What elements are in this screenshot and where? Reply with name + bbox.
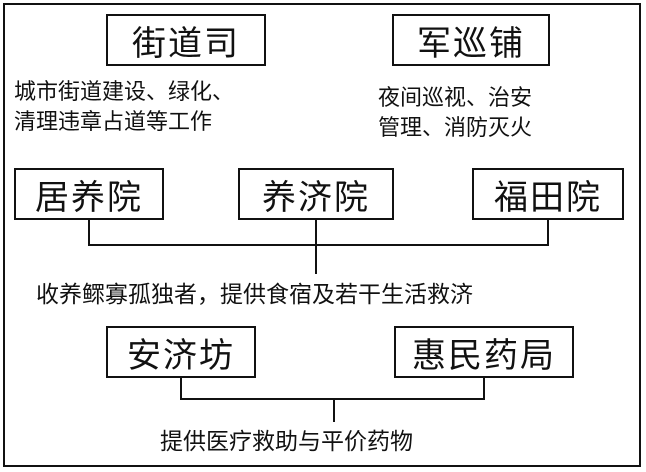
box-juyangyuan: 居养院: [14, 168, 164, 220]
desc-junxunpu-line-1: 夜间巡视、治安: [378, 86, 533, 111]
desc-medical: 提供医疗救助与平价药物: [160, 429, 413, 455]
connector-futianyuan: [547, 220, 549, 246]
box-anjifang: 安济坊: [106, 326, 256, 378]
desc-junxunpu: 夜间巡视、治安 管理、消防灭火: [378, 84, 532, 144]
box-junxunpu: 军巡铺: [392, 14, 550, 66]
desc-jiedaosi: 城市街道建设、绿化、 清理违章占道等工作: [14, 78, 234, 138]
box-jiedaosi: 街道司: [106, 14, 266, 66]
connector-anjifang: [180, 378, 182, 400]
connector-huiminyaoju: [483, 378, 485, 400]
connector-medical-drop: [333, 398, 335, 422]
box-yangjiyuan: 养济院: [238, 168, 394, 220]
desc-junxunpu-line-2: 管理、消防灭火: [378, 116, 533, 141]
connector-juyangyuan: [88, 220, 90, 246]
connector-yangjiyuan: [315, 220, 317, 246]
connector-medical-horizontal: [180, 398, 485, 400]
desc-welfare: 收养鳏寡孤独者，提供食宿及若干生活救济: [36, 282, 473, 308]
connector-welfare-drop: [315, 244, 317, 274]
diagram-frame: [3, 3, 641, 467]
connector-welfare-horizontal: [88, 244, 549, 246]
box-futianyuan: 福田院: [472, 168, 624, 220]
desc-jiedaosi-line-2: 清理违章占道等工作: [14, 110, 213, 135]
box-huiminyaoju: 惠民药局: [394, 326, 574, 378]
desc-jiedaosi-line-1: 城市街道建设、绿化、: [14, 80, 235, 105]
